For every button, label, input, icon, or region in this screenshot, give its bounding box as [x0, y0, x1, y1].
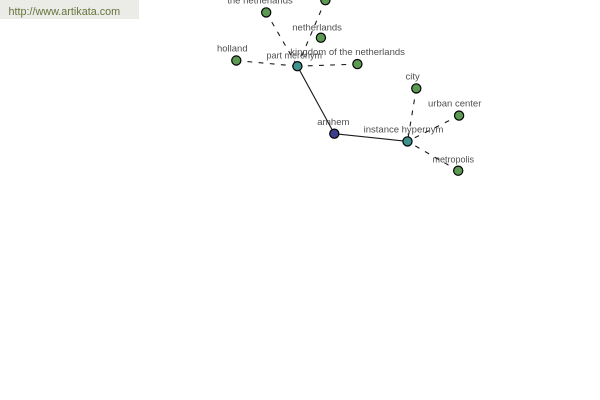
svg-text:netherlands: netherlands: [292, 22, 342, 33]
svg-text:part meronym: part meronym: [267, 50, 323, 60]
svg-text:http://www.artikata.com: http://www.artikata.com: [9, 6, 121, 18]
svg-text:metropolis: metropolis: [433, 154, 475, 164]
svg-text:city: city: [405, 72, 420, 83]
svg-text:the netherlands: the netherlands: [227, 0, 293, 7]
svg-text:instance hypernym: instance hypernym: [364, 124, 444, 135]
svg-text:holland: holland: [217, 44, 248, 55]
svg-text:urban center: urban center: [428, 98, 481, 109]
svg-text:kingdom of the netherlands: kingdom of the netherlands: [290, 47, 405, 58]
svg-text:arnhem: arnhem: [317, 117, 349, 128]
